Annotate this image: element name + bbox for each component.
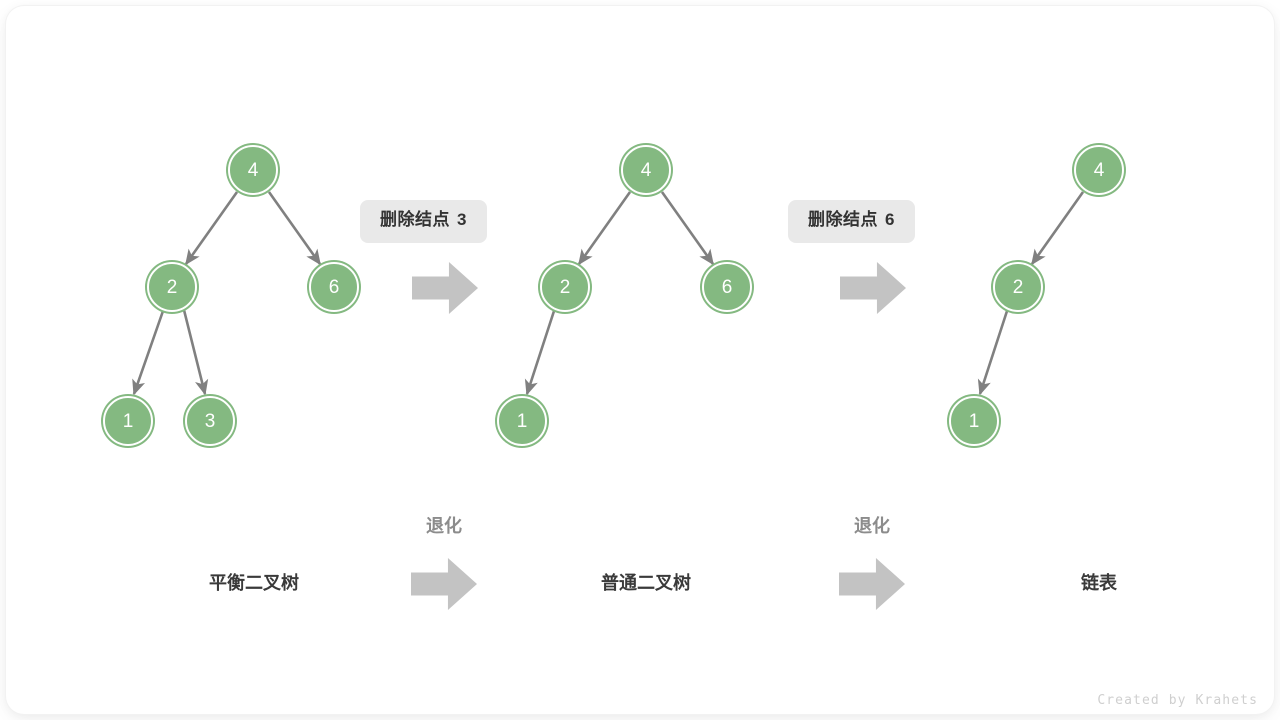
tree-balanced-node-2[interactable]: 2 bbox=[147, 262, 197, 312]
tree-linkedlist-node-2[interactable]: 2 bbox=[993, 262, 1043, 312]
degeneration-label-1: 退化 bbox=[426, 516, 462, 536]
tree-ordinary-node-6[interactable]: 6 bbox=[702, 262, 752, 312]
tree-linkedlist-node-4[interactable]: 4 bbox=[1074, 145, 1124, 195]
degeneration-arrow-2-icon bbox=[839, 558, 905, 610]
tree-linkedlist-node-1[interactable]: 1 bbox=[949, 396, 999, 446]
tree-balanced-node-4[interactable]: 4 bbox=[228, 145, 278, 195]
tree-ordinary-node-4[interactable]: 4 bbox=[621, 145, 671, 195]
operation-label-delete-3: 删除结点 bbox=[380, 210, 450, 229]
operation-badge-delete-6: 删除结点 6 bbox=[788, 200, 915, 243]
degeneration-label-2: 退化 bbox=[854, 516, 890, 536]
operation-label-delete-6: 删除结点 bbox=[808, 210, 878, 229]
tree-ordinary-node-1[interactable]: 1 bbox=[497, 396, 547, 446]
diagram-layer: 4 2 6 1 3 4 2 6 1 4 2 1 删除结点 3 删除结点 6 bbox=[6, 6, 1274, 714]
degeneration-arrow-1-icon bbox=[411, 558, 477, 610]
tree-balanced-node-3[interactable]: 3 bbox=[185, 396, 235, 446]
tree-balanced-node-1[interactable]: 1 bbox=[103, 396, 153, 446]
caption-ordinary-tree: 普通二叉树 bbox=[601, 573, 691, 593]
operation-arrow-delete-6-icon bbox=[840, 262, 906, 314]
caption-linked-list: 链表 bbox=[1081, 573, 1117, 593]
tree-balanced-node-6[interactable]: 6 bbox=[309, 262, 359, 312]
watermark-credit: Created by Krahets bbox=[1097, 693, 1258, 708]
tree-edges-layer bbox=[132, 191, 1085, 396]
operation-value-delete-3: 3 bbox=[457, 210, 467, 229]
figure-card: 4 2 6 1 3 4 2 6 1 4 2 1 删除结点 3 删除结点 6 bbox=[6, 6, 1274, 714]
operation-arrow-delete-3-icon bbox=[412, 262, 478, 314]
operation-badge-delete-3: 删除结点 3 bbox=[360, 200, 487, 243]
caption-balanced-tree: 平衡二叉树 bbox=[209, 573, 299, 593]
operation-value-delete-6: 6 bbox=[885, 210, 895, 229]
tree-ordinary-node-2[interactable]: 2 bbox=[540, 262, 590, 312]
